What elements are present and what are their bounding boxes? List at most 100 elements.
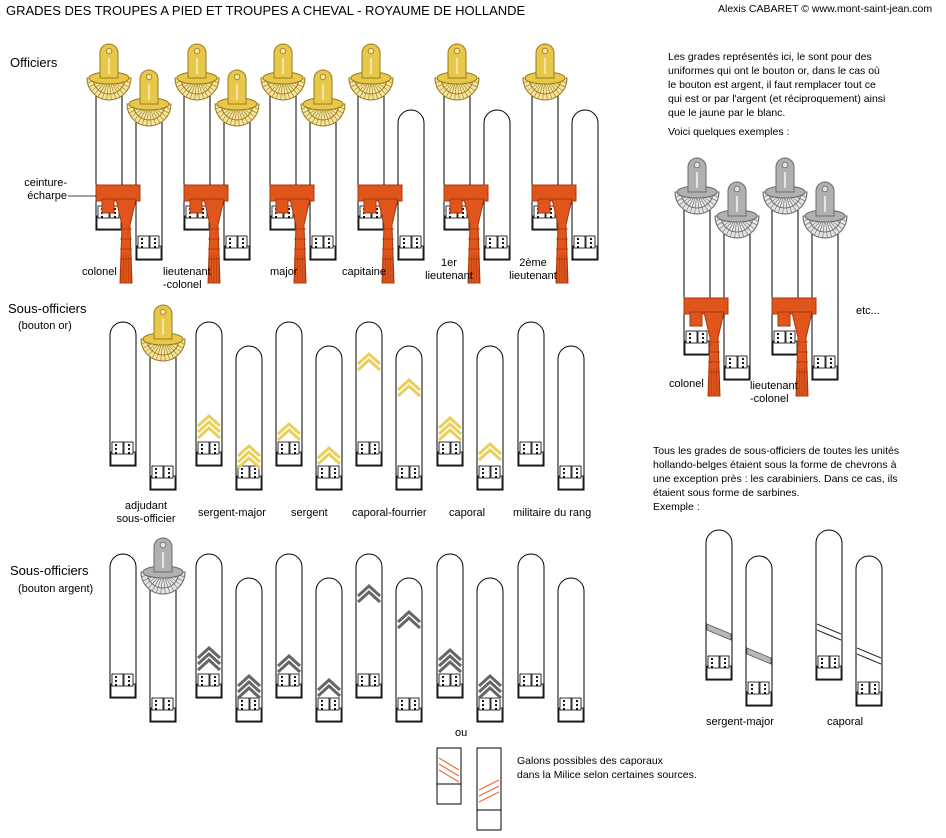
strap-rivet (481, 699, 485, 703)
strap-rivet (562, 707, 566, 711)
milice-stripe (438, 757, 460, 771)
strap-rivet (114, 679, 118, 683)
strap-rivet (481, 703, 485, 707)
strap-button (277, 441, 290, 455)
strap-rivet (576, 245, 580, 249)
strap-rivet (360, 447, 364, 451)
strap-rivet (240, 699, 244, 703)
chevron (196, 651, 222, 666)
strap-button (785, 330, 796, 344)
strap-rivet (562, 475, 566, 479)
strap-rivet (400, 475, 404, 479)
strap-rivet (833, 657, 837, 661)
nco-silver-strap-right (235, 577, 263, 723)
officer-epaulette-left (174, 43, 220, 101)
note-milice-text: Galons possibles des caporaux dans la Mi… (517, 754, 757, 782)
strap-rivet (253, 699, 257, 703)
milice-stripe (438, 763, 460, 777)
strap-button (490, 465, 501, 479)
strap-button (225, 235, 238, 249)
chevron (276, 421, 302, 436)
strap-body (195, 321, 223, 467)
label-sergent: sergent (291, 507, 328, 519)
label-capitaine: capitaine (342, 266, 387, 278)
strap-button (197, 441, 210, 455)
strap-button (209, 441, 220, 455)
epaulette-button (821, 185, 829, 193)
epaulette-button (105, 47, 113, 55)
page-title: GRADES DES TROUPES A PIED ET TROUPES A C… (6, 3, 526, 18)
strap-rivet (333, 471, 337, 475)
note-silver-line: Les grades représentés ici, le sont pour… (668, 51, 872, 63)
strap-button (571, 465, 582, 479)
note-carab-line: une exception près : les carabiniers. Da… (653, 473, 898, 485)
strap-rivet (373, 683, 377, 687)
strap-rivet (373, 675, 377, 679)
author-credit: Alexis CABARET © www.mont-saint-jean.com (718, 3, 933, 15)
strap-rivet (454, 679, 458, 683)
strap-rivet (535, 443, 539, 447)
note-carab-line: Tous les grades de sous-officiers de tou… (653, 445, 900, 457)
strap-button (559, 465, 572, 479)
strap-rivet (114, 451, 118, 455)
strap-rivet (400, 699, 404, 703)
strap-rivet (333, 699, 337, 703)
chevron (276, 653, 302, 668)
strap-rivet (140, 245, 144, 249)
officer-sash (443, 184, 489, 284)
officer-epaulette-left (522, 43, 568, 101)
label-caporal-fourrier: caporal-fourrier (352, 507, 427, 519)
officer-sash (531, 184, 577, 284)
note-silver-line: le bouton est argent, il faut remplacer … (668, 79, 876, 91)
strap-rivet (287, 215, 291, 219)
strap-button (571, 697, 582, 711)
strap-rivet (320, 703, 324, 707)
label-carab-caporal: caporal (827, 716, 864, 728)
strap-button (323, 235, 334, 249)
strap-rivet (860, 683, 864, 687)
strap-button (249, 465, 260, 479)
nco-strap-left (517, 321, 545, 467)
nco-strap-right (315, 345, 343, 491)
strap-rivet (833, 665, 837, 669)
nco-silver-strap-left (275, 553, 303, 699)
label-1er-line1: 1er (441, 257, 457, 269)
strap-rivet (441, 683, 445, 687)
epaulette-button (159, 308, 167, 316)
strap-button (357, 441, 370, 455)
chevron-silver (437, 647, 463, 674)
strap-button (409, 697, 420, 711)
chevron (236, 685, 262, 700)
strap-rivet (362, 215, 366, 219)
chevron-silver (316, 677, 342, 698)
nco-strap-left (275, 321, 303, 467)
strap-rivet (763, 687, 767, 691)
strap-body (235, 345, 263, 491)
nco-strap-left (195, 321, 223, 467)
chevron-gold (316, 445, 342, 466)
strap-rivet (833, 661, 837, 665)
strap-button (237, 235, 248, 249)
epaulette-button (453, 47, 461, 55)
chevron-silver (276, 653, 302, 674)
strap-rivet (816, 365, 820, 369)
strap-rivet (127, 679, 131, 683)
label-lieutenant-colonel: lieutenant -colonel (163, 266, 211, 292)
label-silver-lieutenant-colonel: lieutenant -colonel (750, 380, 798, 406)
chevron (236, 443, 262, 458)
strap-button (737, 355, 748, 369)
strap-rivet (327, 245, 331, 249)
strap-button (773, 330, 786, 344)
strap-button (759, 681, 770, 695)
chevron (196, 413, 222, 428)
chevron (396, 609, 422, 624)
chevron (236, 455, 262, 470)
strap-rivet (201, 215, 205, 219)
strap-rivet (415, 245, 419, 249)
nco-strap-right (395, 345, 423, 491)
strap-rivet (373, 451, 377, 455)
chevron-gold (356, 351, 382, 372)
strap-rivet (280, 447, 284, 451)
strap-rivet (575, 699, 579, 703)
strap-button (411, 235, 422, 249)
